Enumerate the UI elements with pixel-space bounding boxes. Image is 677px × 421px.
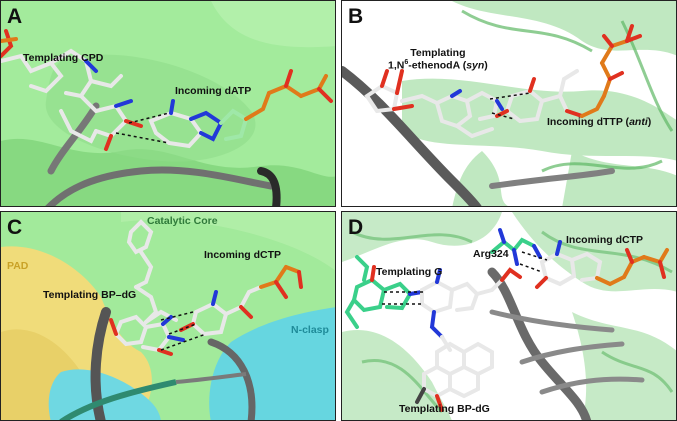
arg324-label: Arg324 <box>473 248 509 260</box>
dna-backbone <box>207 338 256 420</box>
panel-a: A Templating CPD Incoming dATP <box>0 0 336 207</box>
panel-c-letter: C <box>7 216 23 239</box>
dna-backbone <box>90 307 111 420</box>
dna-backbone <box>487 267 592 420</box>
templating-bp-dg-label-d: Templating BP-dG <box>399 403 490 415</box>
dna-backbone-teal <box>59 379 177 420</box>
panel-a-letter: A <box>7 5 23 28</box>
templating-g-label: Templating G <box>376 266 443 278</box>
panel-c-structure <box>1 212 335 420</box>
surface-shade <box>211 1 335 48</box>
dna-backbone <box>175 372 247 384</box>
incoming-datp-label: Incoming dATP <box>175 85 252 97</box>
templating-cpd-label: Templating CPD <box>23 52 104 64</box>
n-clasp-label: N-clasp <box>291 324 329 336</box>
dna-backbone <box>489 168 615 189</box>
panel-a-structure <box>1 1 335 206</box>
dna-backbone <box>489 309 615 333</box>
panel-c: C Catalytic Core PAD Incoming dCTP Templ… <box>0 211 336 421</box>
catalytic-core-surface <box>121 212 335 271</box>
incoming-dctp-label-d: Incoming dCTP <box>566 234 643 246</box>
nclasp-surface <box>209 307 335 420</box>
dna-backbone <box>47 102 100 175</box>
templating-ethenoda-line2: 1,N6-ethenodA (syn) <box>388 59 488 72</box>
panel-d-letter: D <box>348 216 364 239</box>
panel-b-structure <box>342 1 676 206</box>
dna-backbone <box>257 167 281 206</box>
templating-bp-dg-label-c: Templating BP–dG <box>43 289 137 301</box>
panel-d-structure <box>342 212 676 420</box>
templating-ethenoda-line1: Templating <box>410 47 466 59</box>
templating-ethenoda-label: Templating 1,N6-ethenodA (syn) <box>388 47 488 72</box>
incoming-dttp-label: Incoming dTTP (anti) <box>547 116 652 128</box>
panel-b: B Templating 1,N6-ethenodA (syn) Incomin… <box>341 0 677 207</box>
nclasp-surface <box>48 369 161 420</box>
incoming-dctp-label-c: Incoming dCTP <box>204 249 281 261</box>
catalytic-core-label: Catalytic Core <box>147 215 218 227</box>
dna-backbone <box>539 376 645 395</box>
dna-backbone <box>519 341 625 365</box>
dna-backbone <box>45 166 275 206</box>
panel-b-letter: B <box>348 5 364 28</box>
pad-label: PAD <box>7 260 29 272</box>
panel-d: D Arg324 Incoming dCTP Templating G Temp… <box>341 211 677 421</box>
